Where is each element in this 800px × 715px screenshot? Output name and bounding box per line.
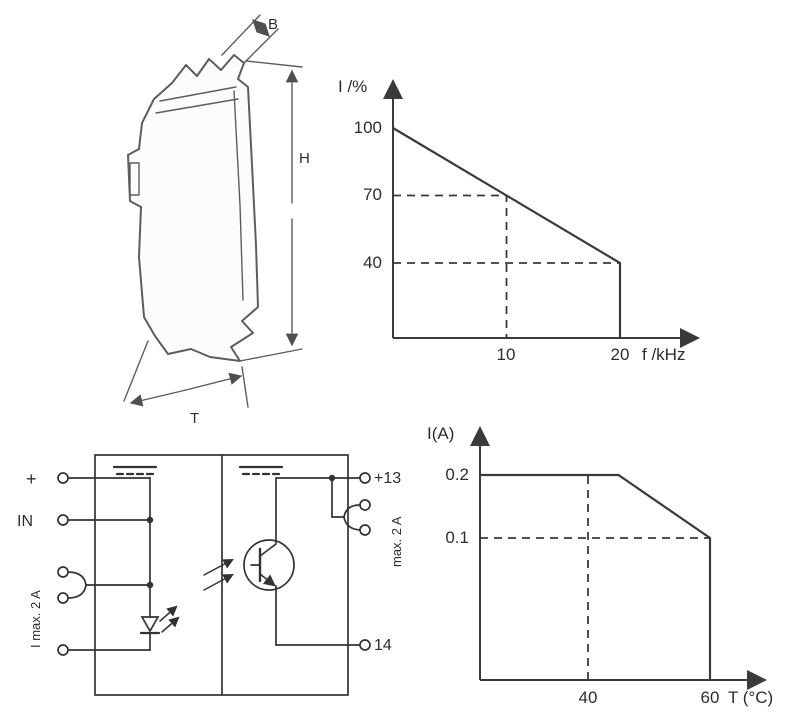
wire-right-pair-bracket-top (343, 504, 361, 518)
temperature-derating-plot-area (470, 426, 767, 690)
terminal-14 (359, 639, 371, 651)
dim-b-label: B (268, 16, 278, 33)
dim-t-extension-left (123, 340, 149, 402)
terminal-in (57, 514, 69, 526)
dim-t-arrow-right (185, 372, 243, 391)
transistor-collector (259, 477, 277, 557)
dim-h-label: H (299, 150, 310, 167)
dim-b-arrow-2 (256, 23, 270, 37)
led-emission-arrow-1 (159, 605, 178, 622)
terminal-plus13-label: +13 (374, 470, 401, 487)
dim-b-arrow-1 (252, 19, 266, 33)
module-clip-window (129, 162, 140, 196)
dim-t-arrow-left (129, 389, 187, 407)
terminal-left-pair-1 (57, 566, 69, 578)
module-body-outline (127, 54, 259, 362)
terminal-right-pair-2 (359, 524, 371, 536)
x-axis-label: T (°C) (728, 688, 774, 707)
terminal-plus13 (359, 472, 371, 484)
x-tick-40: 40 (578, 688, 598, 707)
y-tick-01: 0.1 (445, 528, 469, 547)
dim-t-extension-right (241, 366, 249, 408)
dim-b-extension-2 (243, 28, 279, 64)
wire-right-pair-bracket-bottom (343, 516, 361, 531)
product-dimension-drawing: B H T (123, 14, 310, 427)
transistor-circle (243, 539, 295, 591)
terminal-14-label: 14 (374, 637, 392, 654)
junction-dot-pair (146, 581, 154, 589)
frequency-derating-chart: I /% 100 70 40 10 20 f /kHz (330, 55, 730, 390)
temperature-derating-chart: I(A) 0.2 0.1 40 60 T (°C) (425, 410, 800, 715)
terminal-left-pair-2 (57, 592, 69, 604)
frequency-derating-series (392, 127, 622, 338)
dim-t-label: T (190, 410, 199, 427)
terminal-right-pair-1 (359, 499, 371, 511)
y-tick-70: 70 (363, 185, 382, 204)
temperature-derating-series (480, 473, 712, 680)
transistor-emitter (259, 573, 276, 587)
coupling-arrow-1 (203, 559, 234, 576)
x-tick-60: 60 (700, 688, 720, 707)
wire-left-pair-bracket-top (67, 571, 87, 586)
left-current-rating-label: I max. 2 A (28, 590, 43, 648)
guide-line (393, 194, 508, 338)
led-diode-symbol (140, 616, 160, 633)
led-emission-arrow-2 (161, 616, 180, 633)
terminal-plus (57, 472, 69, 484)
x-axis-label: f /kHz (642, 345, 686, 364)
junction-dot-plus13 (328, 474, 336, 482)
y-axis-label: I(A) (427, 424, 455, 443)
wire-left-pair-bracket-bottom (67, 584, 87, 599)
module-edge-detail (233, 90, 244, 301)
terminal-plus-label: + (26, 469, 37, 489)
dim-h-extension-bottom (239, 348, 303, 362)
x-tick-10: 10 (496, 345, 516, 364)
y-tick-40: 40 (363, 253, 382, 272)
terminal-left-bottom (57, 644, 69, 656)
frequency-derating-plot-area (383, 79, 700, 348)
junction-dot-in (146, 516, 154, 524)
circuit-schematic: + IN I max. 2 A +13 max. 2 A 14 (17, 454, 404, 696)
terminal-in-label: IN (17, 513, 33, 530)
x-tick-20: 20 (610, 345, 630, 364)
y-axis-label: I /% (338, 77, 368, 96)
y-tick-100: 100 (353, 118, 382, 137)
series-line (480, 473, 712, 680)
dim-h-extension-top (245, 60, 303, 68)
series-line (392, 127, 622, 338)
right-current-rating-label: max. 2 A (389, 516, 404, 567)
module-top-detail-2 (155, 98, 239, 114)
coupling-arrow-2 (203, 574, 234, 591)
module-top-detail (159, 86, 237, 102)
y-tick-02: 0.2 (445, 465, 469, 484)
